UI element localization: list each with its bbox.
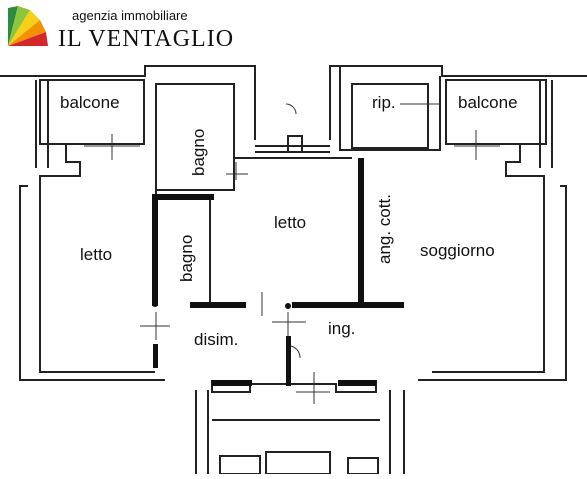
- logo-fan-segment-2: [8, 6, 30, 46]
- room-label-entrance: ing.: [328, 319, 355, 338]
- wall-lower-bath-top: [152, 194, 214, 200]
- wall-hall-horizontal-right: [292, 302, 404, 308]
- wall-kitchenette: [358, 158, 364, 304]
- agency-logo-icon: [8, 6, 48, 46]
- room-label-balcony-left: balcone: [60, 93, 120, 112]
- stair-box-2: [265, 451, 331, 475]
- wall-entrance-stub: [286, 336, 291, 386]
- door-swing-entrance: [290, 345, 301, 359]
- bathroom-upper-outline: [155, 83, 235, 191]
- right-wing-outer: [418, 185, 567, 381]
- wall-entrance-right: [338, 380, 376, 386]
- left-wing-outer: [19, 185, 165, 381]
- room-label-kitchenette: ang. cott.: [375, 194, 394, 264]
- logo-fan-segment-5: [8, 32, 48, 46]
- wall-entrance-left: [212, 380, 252, 386]
- balcony-left-outline: [39, 79, 145, 145]
- room-label-storage: rip.: [372, 93, 396, 112]
- door-swing-top: [285, 103, 297, 115]
- top-outline-right: [329, 65, 587, 140]
- stair-box-1: [219, 455, 261, 475]
- logo-fan-segment-3: [8, 10, 40, 46]
- right-wing-outline: [432, 144, 545, 373]
- floor-plan-walls: [0, 65, 587, 475]
- room-label-bedroom-center: letto: [274, 213, 306, 232]
- stair-box-3: [347, 457, 379, 475]
- storage-outline: [351, 83, 429, 149]
- entrance-outline-right: [290, 380, 377, 393]
- floor-plan-thick-walls: [152, 158, 404, 386]
- balcony-right-outline: [445, 79, 547, 145]
- logo-fan-segment-4: [8, 20, 46, 46]
- reference-marks: [84, 103, 500, 404]
- room-label-balcony-right: balcone: [458, 93, 518, 112]
- room-label-bathroom-lower: bagno: [177, 235, 196, 282]
- agency-tagline: agenzia immobiliare: [72, 8, 188, 23]
- entrance-outline-left: [211, 380, 290, 393]
- room-label-hallway: disim.: [194, 330, 238, 349]
- column-1: [152, 301, 158, 307]
- wall-hall-horizontal-left: [190, 302, 246, 308]
- room-label-living-room: soggiorno: [420, 241, 495, 260]
- wall-hall-left-stub: [153, 344, 158, 368]
- wall-lower-bath-left: [152, 196, 158, 306]
- column-2: [285, 303, 291, 309]
- left-wing-outline: [39, 144, 155, 373]
- room-label-bedroom-left: letto: [80, 245, 112, 264]
- room-label-bathroom-upper: bagno: [189, 129, 208, 176]
- door-center-box: [287, 135, 303, 153]
- storage-outer: [339, 66, 441, 151]
- agency-name: IL VENTAGLIO: [58, 26, 234, 52]
- top-outline-left: [0, 65, 256, 140]
